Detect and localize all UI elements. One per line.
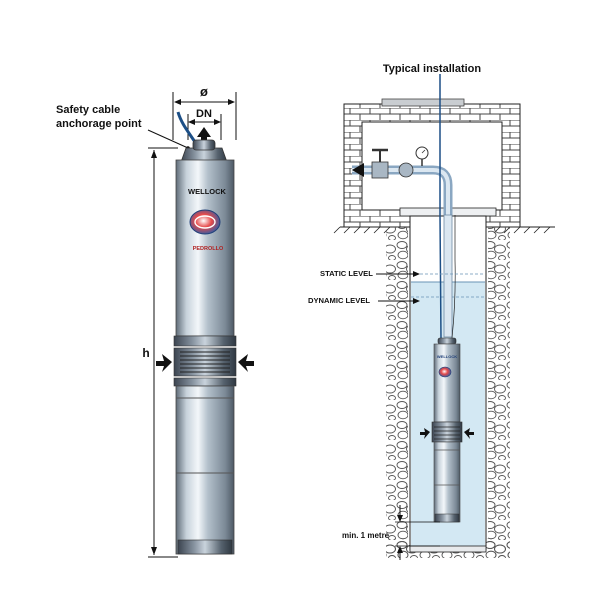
- brand-logo: WELLOCK PEDROLLO: [188, 187, 226, 252]
- installation-figure: Typical installation: [308, 63, 555, 560]
- min-distance-dimension: min. 1 metre: [342, 505, 440, 560]
- static-level-label: STATIC LEVEL: [320, 269, 373, 278]
- safety-cable-leader-line: [147, 129, 189, 149]
- static-level-marker: STATIC LEVEL: [320, 269, 485, 278]
- well-bore: [386, 215, 510, 558]
- dn-dimension: DN: [187, 108, 222, 145]
- dynamic-level-label: DYNAMIC LEVEL: [308, 296, 370, 305]
- discharge-piping: [352, 146, 453, 338]
- pressure-gauge-icon: [415, 146, 429, 166]
- safety-cable-label-line2: anchorage point: [56, 118, 142, 130]
- min-distance-label: min. 1 metre: [342, 531, 390, 540]
- brand-maker-left: PEDROLLO: [193, 246, 224, 252]
- water-inlet-arrow-right-icon: [238, 354, 254, 372]
- height-dimension: h: [142, 147, 178, 558]
- gate-valve-icon: [371, 148, 389, 179]
- discharge-arrow-icon: [352, 163, 364, 177]
- dn-label: DN: [196, 108, 212, 120]
- pump-dimension-figure: ø DN Safety cable anchorage point h: [56, 84, 254, 558]
- brand-name-right: WELLOCK: [437, 354, 457, 359]
- brand-name-left: WELLOCK: [188, 187, 226, 196]
- installed-pump: WELLOCK: [420, 337, 474, 523]
- pump-body: WELLOCK PEDROLLO: [156, 139, 254, 555]
- power-cable: [439, 74, 442, 341]
- chamber-lid: [381, 98, 465, 107]
- dynamic-level-marker: DYNAMIC LEVEL: [308, 296, 420, 305]
- diameter-dimension: ø: [172, 84, 237, 140]
- safety-cable-label-line1: Safety cable: [56, 104, 120, 116]
- outlet-arrow-icon: [197, 127, 211, 145]
- water-inlet-arrow-left-icon: [156, 354, 172, 372]
- diameter-label: ø: [200, 84, 208, 99]
- safety-rope: [451, 215, 456, 339]
- brick-chamber: [343, 98, 521, 228]
- check-valve-icon: [398, 162, 414, 178]
- height-label: h: [142, 346, 149, 360]
- installation-title: Typical installation: [383, 63, 481, 75]
